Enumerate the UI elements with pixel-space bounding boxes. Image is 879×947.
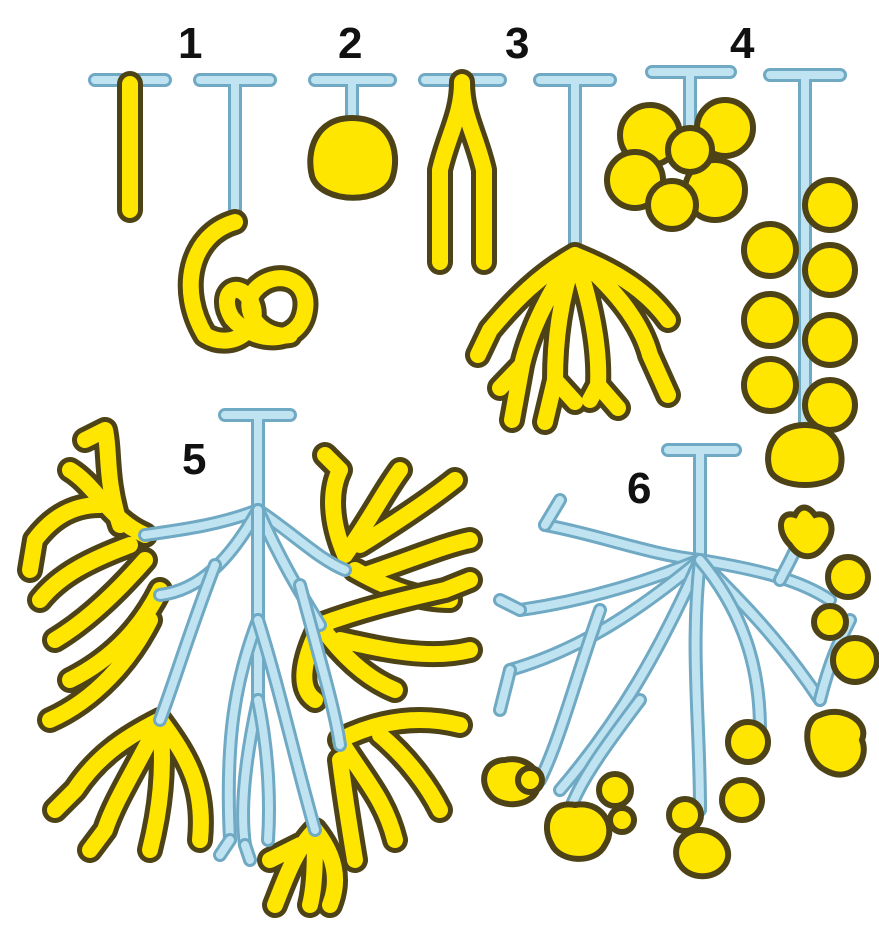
label-3: 3 [505,19,529,68]
gland-compound-alveolar [744,75,855,485]
label-2: 2 [338,19,362,68]
gland-coiled-tubular [191,80,306,341]
label-1: 1 [178,19,202,68]
gland-branched-alveolar [607,72,753,229]
gland-simple-alveolar [310,80,395,198]
gland-simple-tubular [95,80,165,210]
gland-compound-branched-alveolar [484,450,877,876]
gland-compound-branched-tubular [30,415,470,905]
gland-branched-tubular [425,80,500,262]
label-6: 6 [627,464,651,513]
label-5: 5 [182,435,206,484]
label-4: 4 [730,19,755,68]
